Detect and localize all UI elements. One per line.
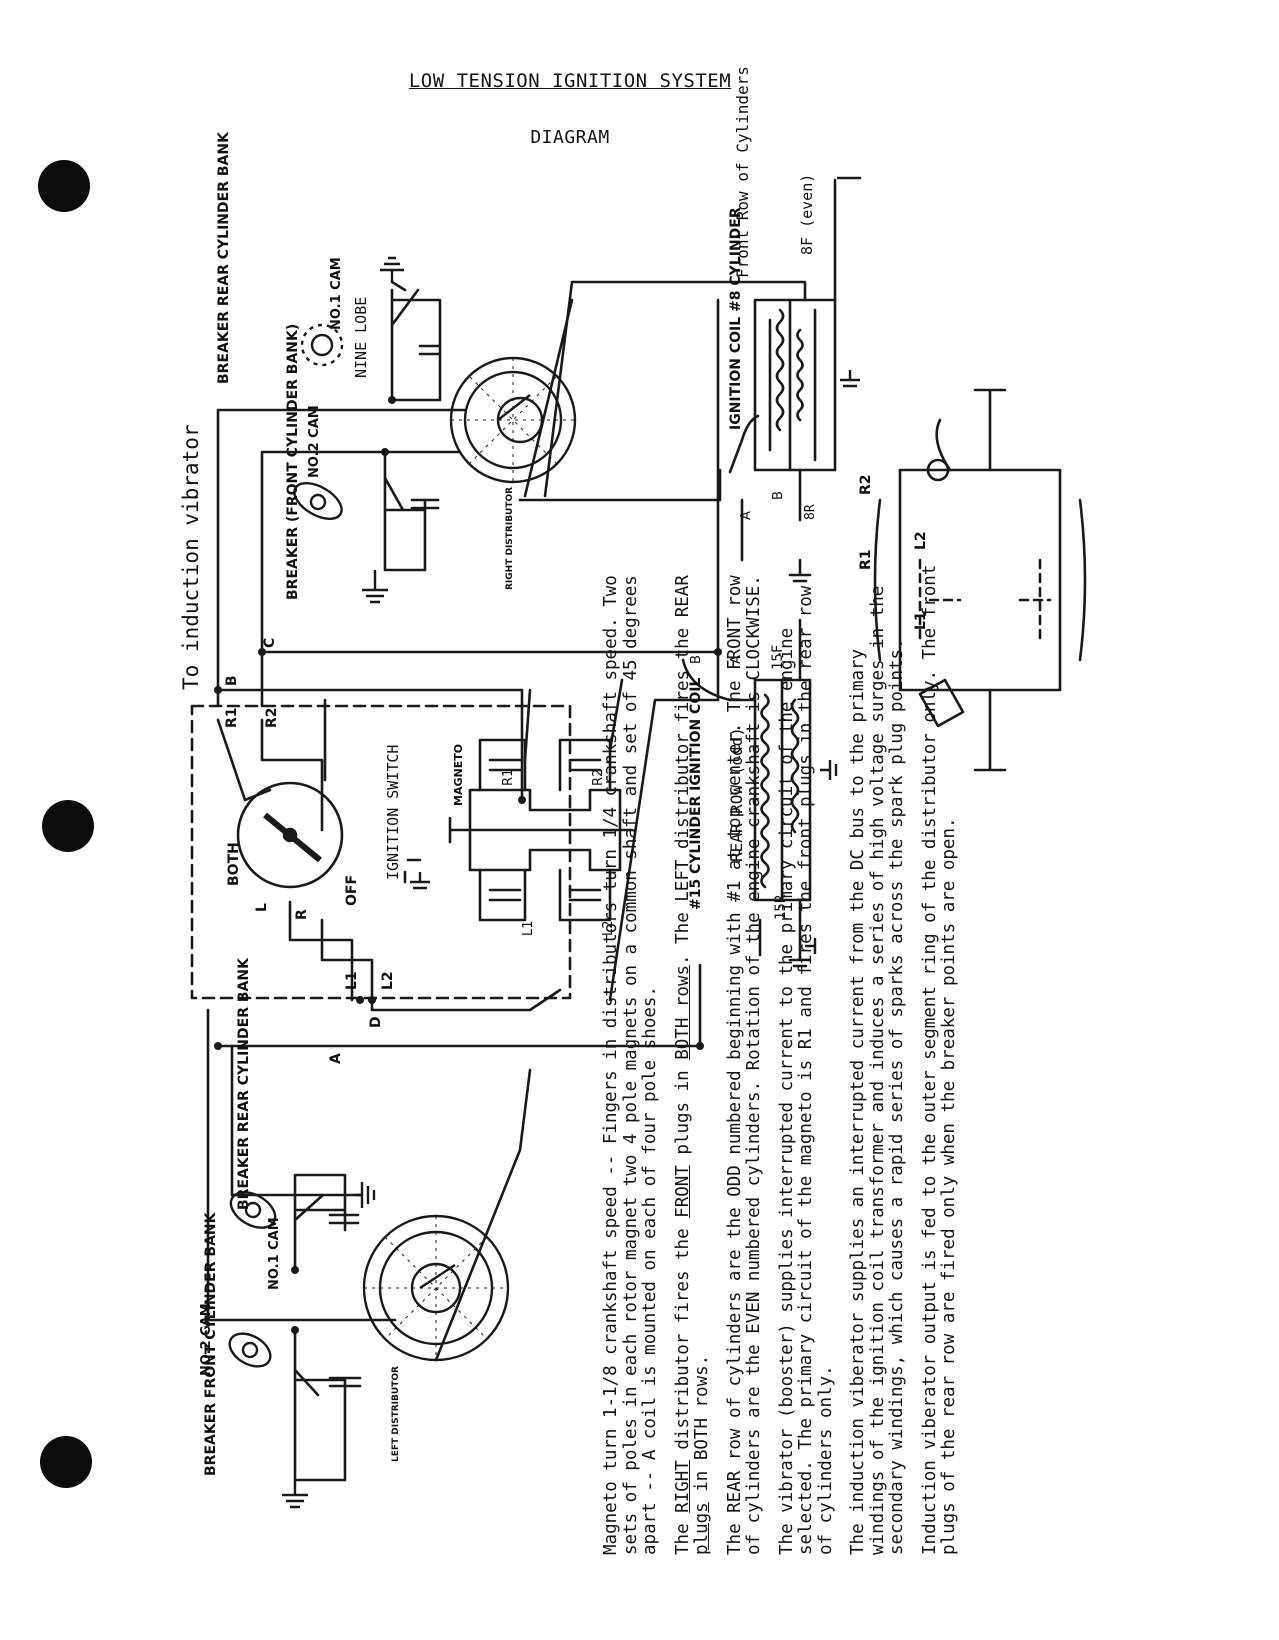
engine-outline [898,388,1062,772]
label-r1-magneto: R1 [501,769,516,786]
label-coil-15: #15 CYLINDER IGNITION COIL [688,678,704,910]
cam-shapes [228,323,344,1368]
label-no2-cam-left: NO.2 CAM [199,1303,214,1376]
label-r1-engine: R1 [858,549,874,570]
label-nine-lobe: NINE LOBE [352,297,370,378]
label-breaker-front-right: BREAKER (FRONT CYLINDER BANK) [285,324,301,600]
terminal-d: D [368,1016,384,1028]
label-l2-engine: L2 [913,531,929,550]
magneto-body [468,788,622,872]
note-magneto-speed: Magneto turn 1-1/8 crankshaft speed -- F… [601,575,660,1555]
label-both: BOTH [226,842,242,886]
right-distributor [449,356,577,484]
ignition-switch-knob [236,781,344,889]
wire-r1-trunk [216,408,467,708]
wire-magneto-link [434,1068,532,1362]
label-rear-row-odd: REAR ROW (odd) [727,727,746,862]
terminal-b-top: B [771,491,786,500]
label-8r: 8R [803,504,818,520]
label-l2-magneto: L2 [601,920,616,936]
terminal-b-switch: B [224,675,240,686]
label-magneto: MAGNETO [452,744,465,806]
note-induction-vibrator: The induction viberator supplies an inte… [848,585,907,1555]
label-no2-cam-right: NO.2 CAM [307,405,322,478]
left-distributor [362,1214,510,1362]
label-breaker-front-left: BREAKER FRONT CYLINDER BANK [203,1211,219,1476]
label-8f-even: 8F (even) [798,174,816,255]
note-vibrator-output: Induction viberator output is fed to the… [919,564,960,1555]
label-breaker-rear-top: BREAKER REAR CYLINDER BANK [216,131,232,384]
label-l1-engine: L1 [913,611,929,630]
label-ignition-coil-8: IGNITION COIL #8 CYLINDER [728,207,744,430]
terminal-b-coil15: B [689,655,704,664]
label-l2-switch: L2 [380,971,396,990]
wire-top-loop [543,280,807,498]
document-title: LOW TENSION IGNITION SYSTEM [408,70,732,92]
coil-15-frame [753,678,812,902]
label-r2-switch: R2 [264,707,280,728]
coil-8-frame [753,298,837,472]
wire-left-ground [230,1044,362,1197]
label-off: OFF [344,875,360,906]
label-r1-switch: R1 [224,707,240,728]
label-no1-cam-top: NO.1 CAM [329,257,344,330]
label-15r: 15R [773,894,789,920]
punch-hole-middle [42,800,94,852]
label-l1-switch: L1 [344,971,360,990]
label-r2-engine: R2 [858,474,874,495]
label-left-distributor: LEFT DISTRIBUTOR [391,1366,401,1462]
wire-b-line [216,688,524,802]
note-distributors: The RIGHT distributor fires the FRONT pl… [672,575,713,1555]
label-r-switch: R [294,909,310,920]
note-vibrator: The vibrator (booster) supplies interrup… [776,585,836,1555]
label-l1-magneto: L1 [521,920,536,936]
explanatory-notes: Magneto turn 1-1/8 crankshaft speed -- F… [601,555,973,1555]
label-r2-magneto: R2 [591,769,606,786]
label-to-induction-vibrator: To induction vibrator [179,424,203,690]
terminal-a-coil15: A [729,655,744,664]
label-right-distributor: RIGHT DISTRIBUTOR [505,487,515,590]
label-front-row: Front Row of Cylinders [733,66,752,278]
terminal-a-left: A [328,1053,344,1064]
label-no1-cam-left: NO.1 CAM [267,1217,282,1290]
label-ignition-switch: IGNITION SWITCH [384,745,402,880]
label-l-switch: L [254,903,270,912]
wire-right-dist-b [518,468,722,502]
document-subtitle: DIAGRAM [530,127,610,148]
terminal-a-top: A [739,511,754,520]
terminal-c-switch: C [262,638,278,648]
label-15f: 15F [770,645,786,670]
wire-r2-trunk [260,450,462,708]
punch-hole-bottom [40,1436,92,1488]
wire-d-line [370,988,562,1012]
punch-hole-top [38,160,90,212]
ignition-switch-box [190,704,572,1000]
wire-left-outer [206,1008,397,1322]
note-cylinder-rows: The REAR row of cylinders are the ODD nu… [724,575,765,1555]
label-breaker-rear-left: BREAKER REAR CYLINDER BANK [236,957,252,1210]
